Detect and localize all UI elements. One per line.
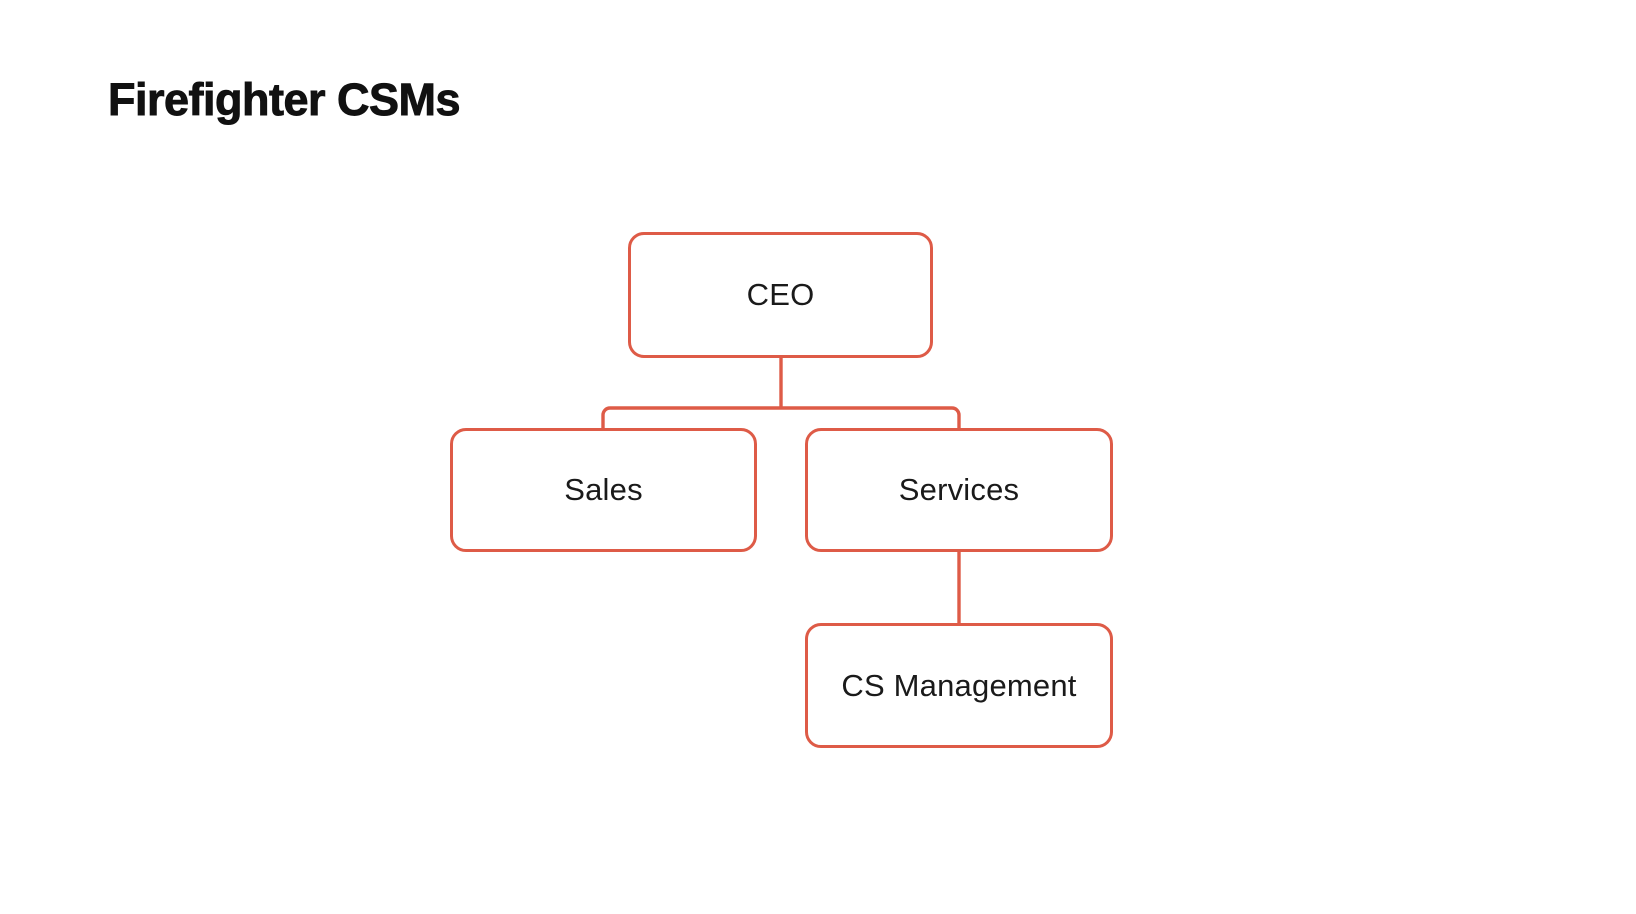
connector-elbow-left [601, 406, 611, 416]
org-node-label-services: Services [898, 472, 1020, 508]
page-title: Firefighter CSMs [108, 74, 461, 126]
org-node-label-cs-management: CS Management [841, 667, 1077, 703]
org-node-label-ceo: CEO [746, 277, 815, 313]
connector-elbow-right [951, 406, 961, 416]
org-node-ceo[interactable]: CEO [628, 232, 933, 358]
org-node-cs-management[interactable]: CS Management [805, 623, 1113, 748]
org-node-sales[interactable]: Sales [450, 428, 757, 552]
org-node-services[interactable]: Services [805, 428, 1113, 552]
org-node-label-sales: Sales [564, 472, 643, 508]
